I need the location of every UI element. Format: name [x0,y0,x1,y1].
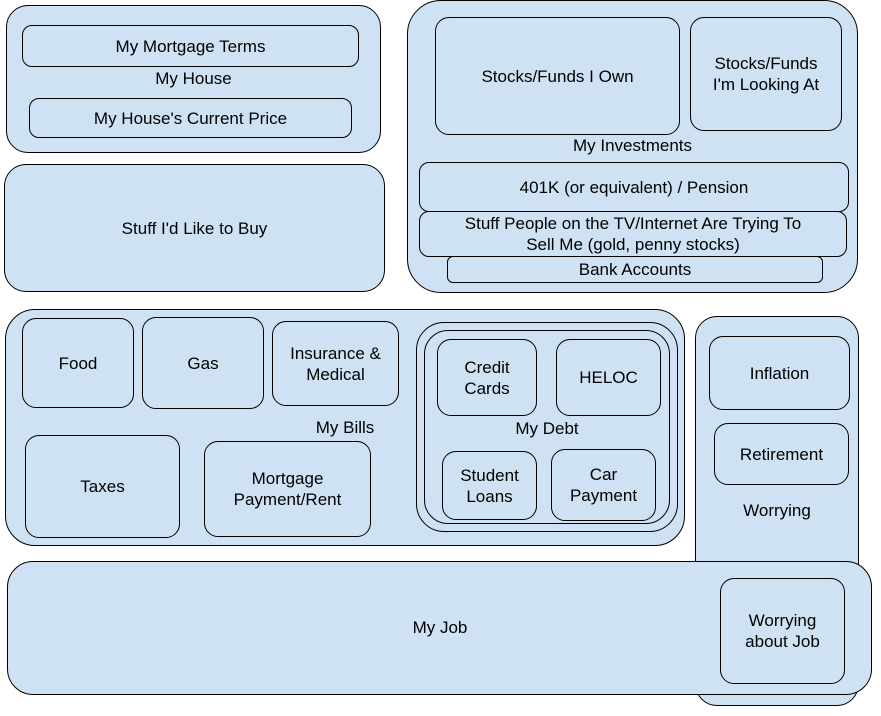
my-debt-label: My Debt [515,419,579,438]
stuff-id-like-to-buy-box: Stuff I'd Like to Buy [4,164,385,292]
my-house-label: My House [155,69,232,88]
heloc-box: HELOC [556,339,661,416]
inflation-box: Inflation [709,336,850,410]
gas-box: Gas [142,317,264,409]
my-mortgage-terms-box: My Mortgage Terms [22,25,359,67]
stocks-funds-looking-at-box: Stocks/Funds I'm Looking At [690,17,842,131]
my-bills-label: My Bills [315,418,375,437]
worrying-label: Worrying [743,501,811,520]
retirement-box: Retirement [714,423,849,485]
worrying-about-job-box: Worrying about Job [720,578,845,684]
my-investments-label: My Investments [572,136,693,155]
car-payment-box: Car Payment [551,449,656,521]
401k-pension-box: 401K (or equivalent) / Pension [419,162,849,212]
bank-accounts-box: Bank Accounts [447,256,823,283]
my-job-label: My Job [412,618,468,637]
stocks-funds-i-own-box: Stocks/Funds I Own [435,17,680,135]
tv-internet-sales-box: Stuff People on the TV/Internet Are Tryi… [419,211,847,257]
my-house-current-price-box: My House's Current Price [29,98,352,138]
insurance-medical-box: Insurance & Medical [272,321,399,406]
credit-cards-box: Credit Cards [437,339,537,416]
taxes-box: Taxes [25,435,180,538]
food-box: Food [22,318,134,408]
student-loans-box: Student Loans [442,451,537,520]
mortgage-payment-rent-box: Mortgage Payment/Rent [204,441,371,537]
